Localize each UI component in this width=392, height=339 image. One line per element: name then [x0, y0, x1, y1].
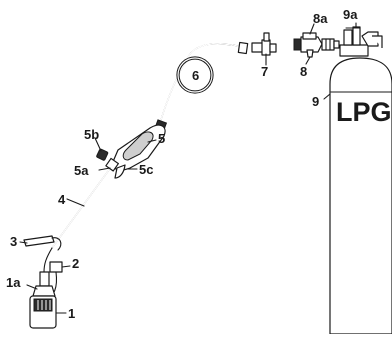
callout-5: 5 — [158, 131, 165, 146]
callout-7: 7 — [261, 64, 268, 79]
torch-handle — [96, 124, 166, 179]
hose-connector — [251, 32, 277, 63]
burner-nozzle — [29, 271, 57, 329]
callout-5a: 5a — [74, 163, 89, 178]
callout-6: 6 — [192, 68, 199, 83]
lpg-cylinder — [329, 26, 392, 335]
cylinder-lpg-label: LPG — [336, 97, 392, 127]
callout-8a: 8a — [313, 11, 328, 26]
callout-8: 8 — [300, 64, 307, 79]
gas-hose — [153, 41, 249, 134]
torch-stand — [23, 235, 62, 251]
callout-5b: 5b — [84, 127, 99, 142]
callout-3: 3 — [10, 234, 17, 249]
callout-5c: 5c — [139, 162, 153, 177]
callout-4: 4 — [58, 192, 66, 207]
callout-1a: 1a — [6, 275, 21, 290]
leader-lines — [19, 22, 357, 314]
callout-9a: 9a — [343, 7, 358, 22]
pressure-regulator — [293, 32, 340, 58]
callout-2: 2 — [72, 256, 79, 271]
callout-1: 1 — [68, 306, 75, 321]
callout-9: 9 — [312, 94, 319, 109]
